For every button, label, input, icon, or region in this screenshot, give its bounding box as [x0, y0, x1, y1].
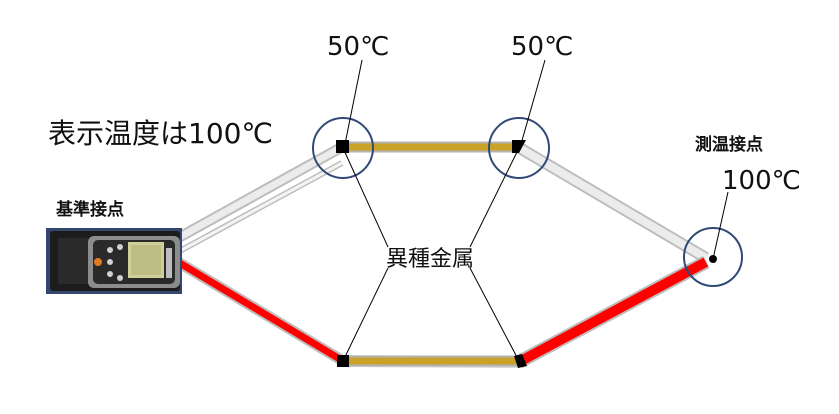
- white-wire-upper: [175, 142, 345, 255]
- white-wire-right: [514, 141, 710, 264]
- leader-line-metal-bottom-left: [342, 267, 389, 362]
- label-temp-top-right: 50℃: [511, 32, 573, 62]
- label-measurement-junction: 測温接点: [695, 134, 763, 155]
- label-dissimilar-metal: 異種金属: [386, 247, 474, 272]
- leader-line-metal-top-right: [469, 147, 520, 248]
- leader-line-top-right-temp: [520, 59, 546, 145]
- leader-line-top-left-temp: [344, 59, 363, 145]
- label-reference-junction: 基準接点: [55, 199, 124, 220]
- label-temp-top-left: 50℃: [327, 32, 389, 62]
- junction-point-top-right: [512, 140, 526, 153]
- junction-circle-top-left: [312, 117, 374, 179]
- junction-point-top-left: [336, 140, 349, 153]
- junction-circle-top-right: [488, 117, 550, 179]
- label-display-reading: 表示温度は100℃: [48, 117, 273, 150]
- leader-line-metal-top-left: [342, 147, 389, 248]
- junction-circle-measurement: [683, 227, 743, 287]
- leader-line-metal-bottom-right: [469, 267, 520, 362]
- thermometer-meter-icon: [46, 228, 182, 294]
- leader-line-measurement-temp: [712, 191, 729, 260]
- red-wire-right: [515, 255, 710, 369]
- label-measurement-temp: 100℃: [722, 166, 801, 196]
- red-wire-left: [175, 257, 346, 366]
